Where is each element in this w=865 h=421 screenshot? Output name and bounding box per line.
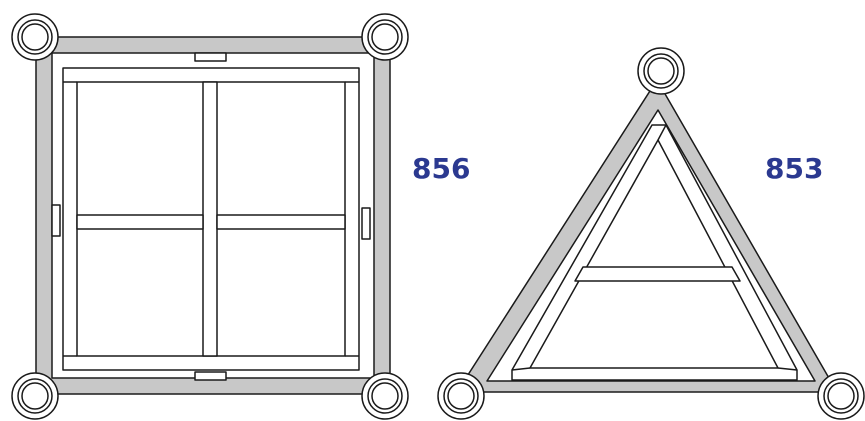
triangle-truss-model-label: 853 (765, 152, 823, 185)
square-node-top-left (11, 13, 59, 61)
triangle-horizontal-member (574, 266, 741, 282)
square-node-top-right (361, 13, 409, 61)
triangle-node-bottom-left (437, 372, 485, 420)
square-connector-left (51, 204, 61, 237)
triangle-inner-opening (529, 139, 779, 369)
square-truss (11, 13, 409, 420)
triangle-node-top (637, 47, 685, 95)
square-connector-top (194, 52, 227, 62)
square-vertical-member (202, 81, 218, 357)
triangle-truss (437, 47, 865, 420)
square-truss-model-label: 856 (412, 152, 470, 185)
square-node-bottom-right (361, 372, 409, 420)
square-connector-bottom (194, 371, 227, 381)
square-horizontal-member-right (216, 214, 346, 230)
triangle-node-bottom-right (817, 372, 865, 420)
triangle-outer-frame (456, 79, 838, 393)
square-horizontal-member-left (76, 214, 204, 230)
square-node-bottom-left (11, 372, 59, 420)
square-connector-right (361, 207, 371, 240)
